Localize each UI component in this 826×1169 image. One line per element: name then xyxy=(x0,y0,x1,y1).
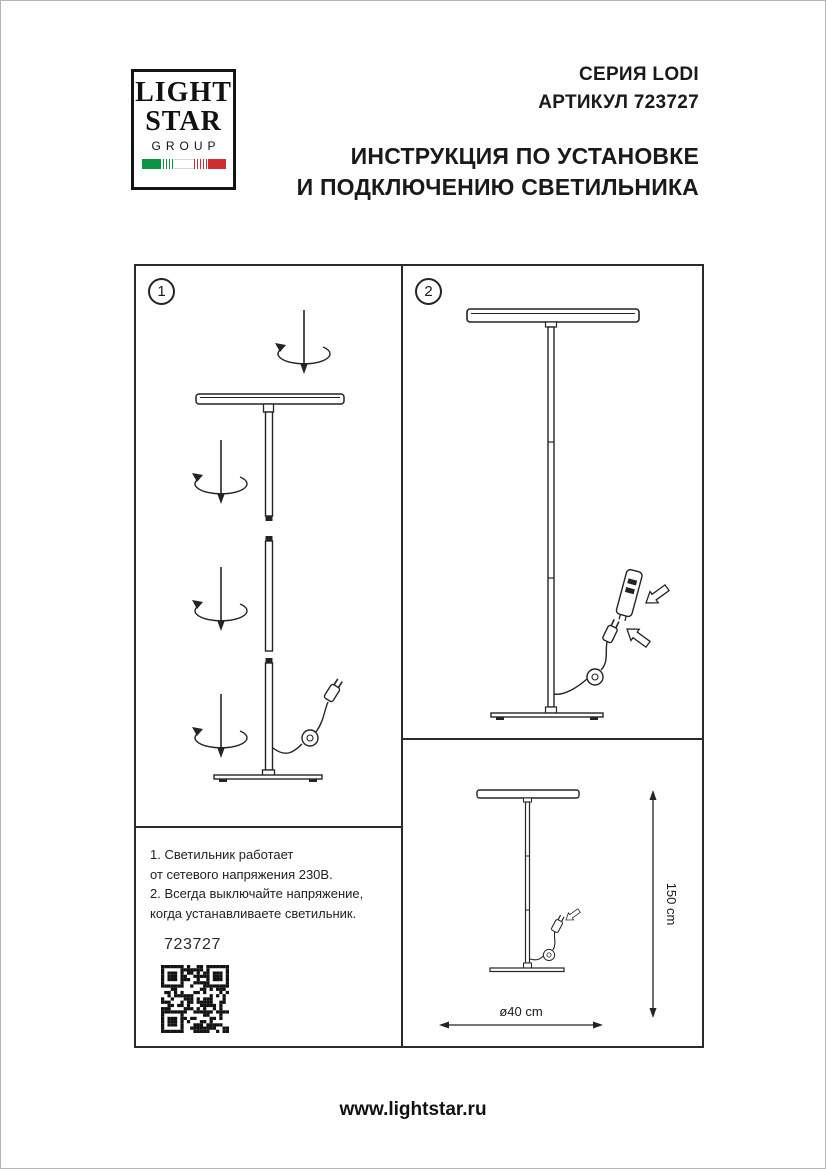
lamp-small xyxy=(476,789,580,973)
lamp-pole xyxy=(544,321,558,708)
insert-arrow-small xyxy=(563,906,582,924)
website-url: www.lightstar.ru xyxy=(339,1099,487,1120)
dimmer-knob xyxy=(301,729,319,747)
dimmer-knob xyxy=(586,668,604,686)
connector-detail xyxy=(613,568,672,651)
height-dimension: 150 cm xyxy=(649,790,679,1018)
flag-green-hatch xyxy=(159,159,174,169)
insert-arrow-down xyxy=(641,581,672,610)
note-line-4: когда устанавливаете светильник. xyxy=(150,905,357,921)
cord-connector xyxy=(613,568,644,623)
dimensions-diagram: 150 cm ø40 cm xyxy=(439,789,679,1029)
lamp-base xyxy=(490,706,604,720)
instruction-title-line2: И ПОДКЛЮЧЕНИЮ СВЕТИЛЬНИКА xyxy=(296,174,699,200)
flag-red-hatch xyxy=(193,159,208,169)
rotate-arrow-3 xyxy=(191,693,248,759)
rotate-arrow-head xyxy=(274,309,331,375)
power-plug xyxy=(601,617,622,645)
power-cord-assembly xyxy=(272,676,345,754)
step-1-badge: 1 xyxy=(148,278,175,305)
assembly-step1-diagram xyxy=(191,309,345,782)
logo-word-star: STAR xyxy=(145,106,222,137)
width-dimension: ø40 cm xyxy=(439,1004,603,1029)
article-number: АРТИКУЛ 723727 xyxy=(538,92,699,113)
flag-green xyxy=(141,159,160,169)
step-2-badge: 2 xyxy=(415,278,442,305)
vertical-divider xyxy=(401,266,403,1046)
horizontal-divider-left xyxy=(136,826,401,828)
power-plug xyxy=(322,676,345,704)
instruction-title: ИНСТРУКЦИЯ ПО УСТАНОВКЕ И ПОДКЛЮЧЕНИЮ СВ… xyxy=(297,141,699,203)
italian-flag-strip xyxy=(141,159,226,169)
dimmer-knob xyxy=(542,948,556,962)
lightstar-logo: LIGHT STAR GROUP xyxy=(131,69,236,190)
height-label: 150 cm xyxy=(664,883,679,926)
qr-code xyxy=(161,965,229,1033)
instruction-title-line1: ИНСТРУКЦИЯ ПО УСТАНОВКЕ xyxy=(350,143,699,169)
note-line-2: от сетевого напряжения 230В. xyxy=(150,866,333,882)
lamp-base xyxy=(213,769,323,782)
logo-word-light: LIGHT xyxy=(135,77,232,108)
insert-arrow-up xyxy=(622,622,653,651)
rotate-arrow-2 xyxy=(191,566,248,632)
diameter-label: ø40 cm xyxy=(499,1004,542,1019)
diagram-frame: 1 2 xyxy=(134,264,704,1048)
rotate-arrow-1 xyxy=(191,439,248,505)
notes-panel: 1. Светильник работает от сетевого напря… xyxy=(136,828,401,1046)
cord-small xyxy=(529,906,582,962)
article-code: 723727 xyxy=(164,936,221,953)
flag-red xyxy=(207,159,226,169)
cord-and-dimmer xyxy=(553,617,622,695)
lamp-head xyxy=(195,393,345,413)
connection-step2-diagram xyxy=(466,308,672,720)
horizontal-divider-right xyxy=(403,738,702,740)
flag-white xyxy=(173,159,194,169)
lamp-head xyxy=(466,308,640,323)
power-plug xyxy=(550,913,567,934)
pole-segment-2 xyxy=(264,536,274,652)
series-name: СЕРИЯ LODI xyxy=(578,64,699,85)
note-line-3: 2. Всегда выключайте напряжение, xyxy=(150,886,364,901)
pole-segment-3 xyxy=(264,658,274,771)
logo-word-group: GROUP xyxy=(151,139,221,153)
note-line-1: 1. Светильник работает xyxy=(150,847,294,862)
header: СЕРИЯ LODI АРТИКУЛ 723727 ИНСТРУКЦИЯ ПО … xyxy=(297,61,699,203)
pole-segment-1 xyxy=(264,411,274,521)
